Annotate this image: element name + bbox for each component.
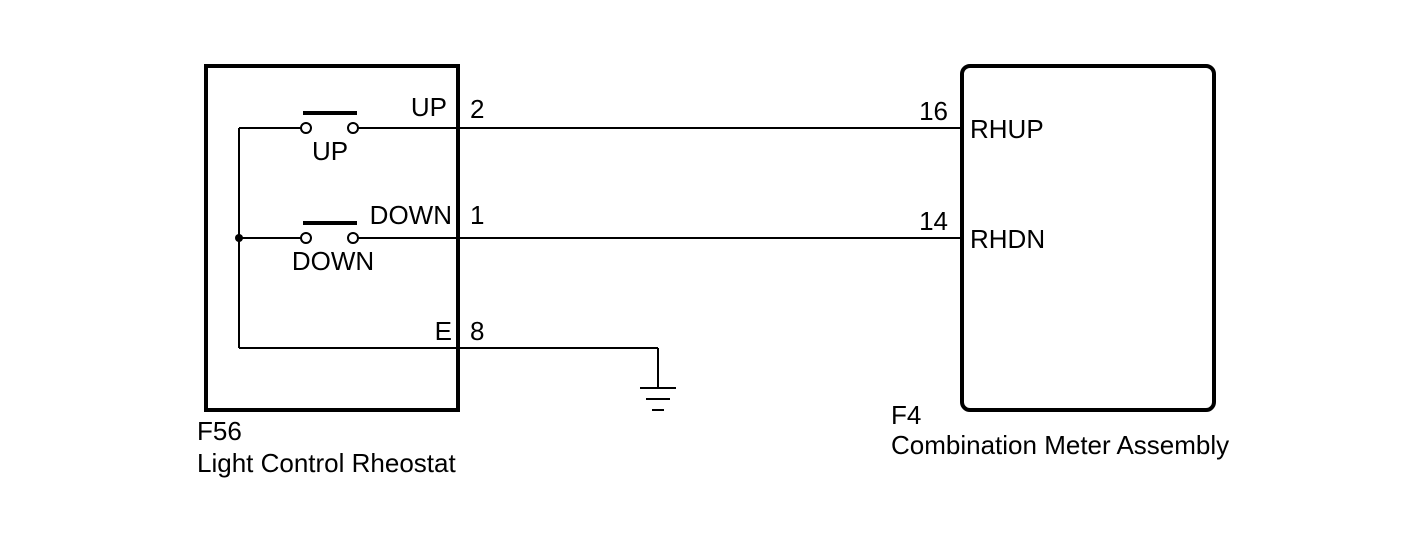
ground-icon <box>640 387 676 411</box>
pin-number-16: 16 <box>919 96 948 126</box>
pin-name-rhdn: RHDN <box>970 224 1045 254</box>
left-component-name: Light Control Rheostat <box>197 448 456 478</box>
right-component-name: Combination Meter Assembly <box>891 430 1229 460</box>
left-connector-id: F56 <box>197 416 242 446</box>
pin-name-up: UP <box>411 92 447 122</box>
pin-number-14: 14 <box>919 206 948 236</box>
up-switch <box>239 111 359 134</box>
up-switch-label: UP <box>312 136 348 166</box>
pin-name-down: DOWN <box>370 200 452 230</box>
pin-number-1: 1 <box>470 200 484 230</box>
down-switch <box>239 221 359 244</box>
pin-number-8: 8 <box>470 316 484 346</box>
pin-name-rhup: RHUP <box>970 114 1044 144</box>
pin-name-e: E <box>435 316 452 346</box>
right-connector-id: F4 <box>891 400 921 430</box>
pin-number-2: 2 <box>470 94 484 124</box>
down-switch-label: DOWN <box>292 246 374 276</box>
